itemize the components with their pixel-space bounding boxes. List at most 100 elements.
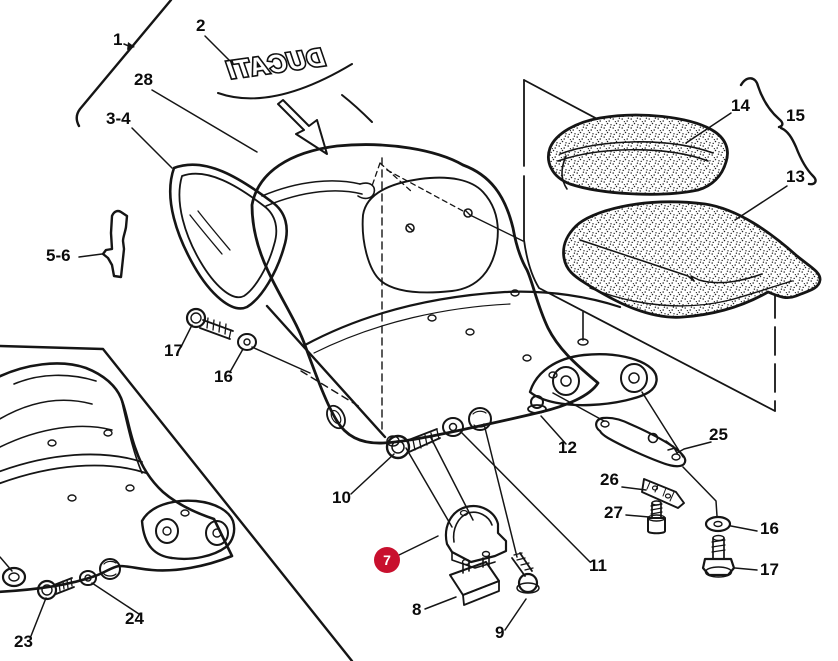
part-label-27: 27 bbox=[604, 503, 623, 522]
leader-26 bbox=[621, 486, 647, 491]
cowl-construction-dashes bbox=[371, 162, 464, 212]
bolt10-socket bbox=[391, 440, 405, 454]
part-label-3-4: 3-4 bbox=[106, 109, 131, 128]
lower-seat-top-lines bbox=[0, 374, 97, 420]
lower-bushing-left bbox=[155, 518, 179, 544]
washer-11-hole bbox=[448, 422, 458, 432]
bushing-left bbox=[552, 366, 580, 396]
frame-line-bottom-left bbox=[0, 344, 354, 661]
panel-left-bottom-edge bbox=[523, 79, 776, 412]
cowl-base-edge bbox=[303, 290, 622, 347]
part-label-8: 8 bbox=[412, 600, 421, 619]
pointer-arrow bbox=[277, 99, 328, 155]
part-label-24: 24 bbox=[125, 609, 144, 628]
washer-24-drawing bbox=[79, 570, 97, 586]
cowl-oval-hole bbox=[326, 404, 346, 430]
screw17-shank bbox=[199, 319, 234, 340]
leader-13 bbox=[734, 185, 788, 221]
cowl-nose-curl bbox=[357, 182, 376, 200]
bushing-left-hole bbox=[560, 375, 572, 387]
leader-10 bbox=[350, 453, 395, 495]
bolt-12-drawing bbox=[527, 395, 547, 414]
bracket-8-drawing bbox=[449, 550, 500, 606]
highlight-badge-label: 7 bbox=[383, 552, 391, 568]
trim-seal-drawing bbox=[168, 163, 288, 310]
leader-1-tick bbox=[127, 42, 135, 50]
cowl-screw-hole-left bbox=[405, 223, 415, 233]
part-label-15: 15 bbox=[786, 106, 805, 125]
hardware-upper-screw bbox=[185, 307, 257, 351]
leader-17-upper bbox=[180, 324, 193, 348]
part-label-14: 14 bbox=[731, 96, 750, 115]
seat-pad-outline bbox=[562, 200, 822, 319]
bushing-right-hole bbox=[628, 372, 640, 384]
leader-24 bbox=[91, 582, 140, 615]
side-bracket-drawing bbox=[101, 209, 129, 279]
part-label-17-upper: 17 bbox=[164, 341, 183, 360]
part-label-16-upper: 16 bbox=[214, 367, 233, 386]
hardware-center bbox=[385, 407, 492, 460]
part-label-23: 23 bbox=[14, 632, 33, 651]
lower-bushing-left-hole bbox=[162, 526, 172, 536]
trim-ring-inner bbox=[178, 172, 278, 299]
assembly-lines-clamp bbox=[405, 423, 518, 558]
part-label-17-lower: 17 bbox=[760, 560, 779, 579]
lower-seat-bracket bbox=[140, 499, 236, 561]
leader-25 bbox=[672, 441, 712, 454]
trim-ring-outer bbox=[168, 163, 288, 310]
rear-bracket-outline bbox=[528, 353, 658, 407]
hollow-arrow bbox=[277, 99, 328, 155]
leader-17-lower bbox=[734, 567, 758, 571]
cup-detail bbox=[103, 560, 117, 577]
screw-9-drawing bbox=[511, 552, 540, 594]
highlight-badge[interactable]: 7 bbox=[374, 547, 400, 573]
leader-3-4 bbox=[131, 127, 173, 169]
leader-5-6 bbox=[78, 253, 103, 258]
part-label-5-6: 5-6 bbox=[46, 246, 71, 265]
lower-bushing-right-hole bbox=[212, 528, 222, 538]
lower-seat-mid-line bbox=[0, 425, 113, 448]
leader-8 bbox=[424, 596, 457, 610]
bracket-25-hole-right bbox=[671, 453, 681, 461]
part-labels: 1 2 28 3-4 5-6 14 15 13 17 16 10 11 12 8… bbox=[14, 16, 805, 651]
ghost-arc-right bbox=[341, 94, 373, 123]
lower-seat-hole-marks bbox=[47, 429, 190, 517]
plate-26-drawing bbox=[641, 478, 685, 509]
ducati-decal: DUCATI bbox=[223, 42, 328, 87]
rear-bracket-drawing bbox=[527, 353, 658, 414]
cowl-stud-base bbox=[577, 338, 589, 346]
backrest-outline bbox=[547, 113, 729, 196]
part-label-10: 10 bbox=[332, 488, 351, 507]
side-bracket-outline bbox=[101, 209, 129, 279]
leader-lines bbox=[0, 35, 788, 637]
washer16-upper-hole bbox=[243, 338, 251, 346]
cowl-spine-lines bbox=[261, 180, 363, 207]
leader-9 bbox=[504, 598, 527, 631]
cowl-hole-link-line bbox=[469, 214, 524, 242]
leader-7 bbox=[398, 535, 439, 556]
leader-23 bbox=[30, 597, 47, 637]
lower-seat-right-edge bbox=[120, 397, 143, 474]
bushing-right bbox=[620, 363, 648, 393]
cowl-front-lower-edge bbox=[265, 304, 387, 439]
grouping-brace bbox=[739, 77, 817, 186]
seat-pad-drawing bbox=[562, 200, 822, 319]
part-label-13: 13 bbox=[786, 167, 805, 186]
part-label-11: 11 bbox=[589, 556, 607, 575]
leader-11 bbox=[460, 431, 591, 563]
washer16-upper bbox=[237, 333, 257, 351]
backrest-pad-drawing bbox=[547, 113, 729, 196]
highlight-badge-circle[interactable] bbox=[374, 547, 400, 573]
leader-28 bbox=[151, 89, 258, 153]
grommet bbox=[1, 566, 27, 588]
part-label-9: 9 bbox=[495, 623, 504, 642]
lower-bushing-right bbox=[205, 520, 229, 546]
clamp7-hole bbox=[459, 509, 469, 517]
hole-tick-left bbox=[406, 224, 414, 232]
part-label-1: 1 bbox=[113, 30, 122, 49]
bracket-25-outline bbox=[595, 416, 687, 468]
backrest-piping bbox=[557, 141, 714, 162]
grommet-hole bbox=[8, 572, 20, 582]
seat-pad-bottom-seam bbox=[589, 280, 793, 307]
clamp7-inner-arch bbox=[452, 511, 493, 543]
